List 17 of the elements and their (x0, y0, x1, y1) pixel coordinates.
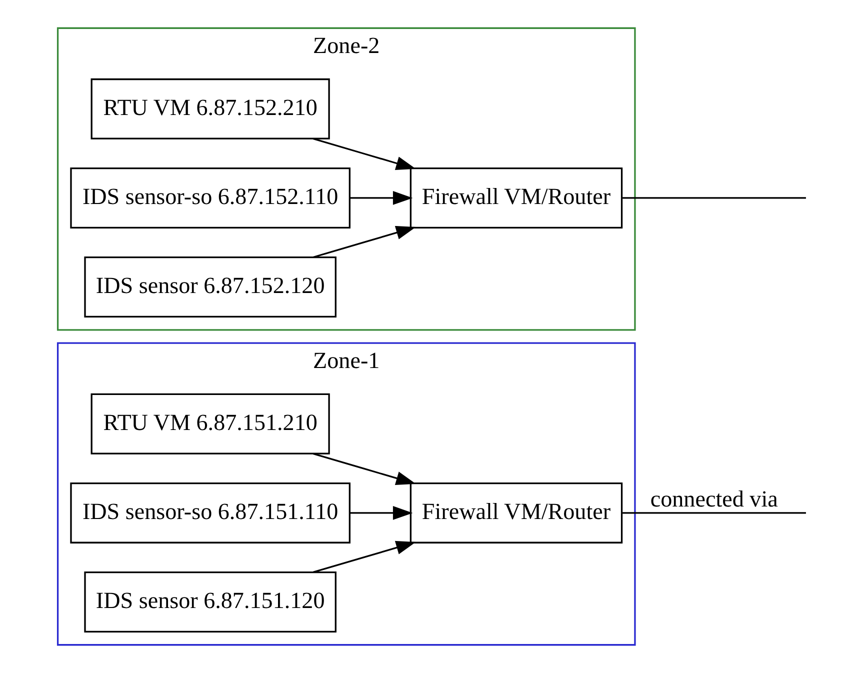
node-box: IDS sensor-so 6.87.152.110 (70, 167, 350, 228)
connector (622, 197, 806, 199)
arrow (350, 506, 412, 520)
arrow (350, 191, 412, 205)
edge-label: connected via (650, 486, 778, 512)
arrow (312, 540, 416, 574)
node-box: RTU VM 6.87.152.210 (90, 78, 330, 140)
node-box: Firewall VM/Router (409, 167, 622, 228)
node-box: IDS sensor 6.87.151.120 (84, 572, 336, 632)
arrow (312, 452, 416, 485)
node-box: Firewall VM/Router (409, 482, 622, 544)
connector (622, 512, 806, 514)
node-box: IDS sensor-so 6.87.151.110 (70, 482, 350, 544)
arrow (312, 226, 416, 258)
node-box: RTU VM 6.87.151.210 (90, 393, 330, 454)
arrow (312, 138, 416, 170)
node-box: IDS sensor 6.87.152.120 (84, 256, 336, 318)
